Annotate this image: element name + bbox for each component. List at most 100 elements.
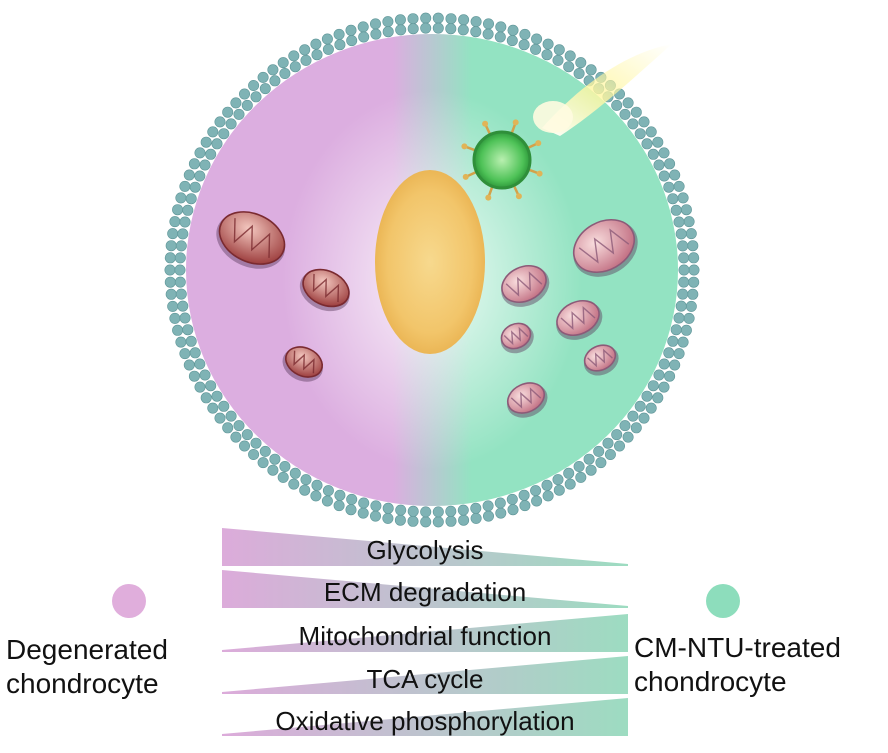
pathway-label-ecm-degradation: ECM degradation [323,577,527,607]
membrane-bead [653,159,665,171]
membrane-bead [407,515,419,527]
membrane-bead [680,204,692,216]
membrane-bead [207,402,219,414]
ligand-tip [462,173,469,180]
membrane-bead [370,28,382,40]
membrane-bead [564,478,576,490]
membrane-bead [250,91,262,103]
membrane-bead [395,24,407,36]
ligand-tip [512,119,519,126]
membrane-bead [432,516,444,528]
membrane-bead [530,43,542,55]
membrane-bead [518,39,530,51]
membrane-bead [673,216,685,228]
membrane-bead [673,348,685,360]
membrane-bead [552,474,564,486]
membrane-bead [585,464,597,476]
membrane-bead [583,453,595,465]
membrane-bead [680,324,692,336]
membrane-bead [677,192,689,204]
membrane-bead [482,510,494,522]
membrane-bead [194,170,206,182]
membrane-bead [241,99,253,111]
membrane-bead [269,75,281,87]
membrane-bead [233,108,245,120]
membrane-bead [652,136,664,148]
membrane-bead [507,24,519,36]
membrane-bead [647,380,659,392]
membrane-bead [677,240,689,252]
membrane-bead [683,312,695,324]
membrane-bead [652,392,664,404]
membrane-bead [519,500,531,512]
membrane-bead [394,514,406,526]
membrane-bead [300,474,312,486]
membrane-bead [673,180,685,192]
membrane-bead [663,181,675,193]
pathway-label-glycolysis: Glycolysis [366,535,484,565]
membrane-bead [619,108,631,120]
membrane-bead [604,448,616,460]
membrane-bead [458,514,470,526]
membrane-bead [645,402,657,414]
degenerated-label: Degenerated chondrocyte [6,633,168,701]
membrane-bead [670,204,682,216]
membrane-bead [382,26,394,38]
membrane-bead [357,507,369,519]
membrane-bead [602,437,614,449]
membrane-bead [420,506,432,518]
membrane-bead [687,240,699,252]
membrane-bead [175,240,187,252]
membrane-bead [641,138,653,150]
membrane-bead [333,28,345,40]
membrane-bead [470,26,482,38]
membrane-bead [395,504,407,516]
membrane-bead [563,467,575,479]
membrane-bead [300,54,312,66]
membrane-bead [211,390,223,402]
membrane-bead [677,336,689,348]
membrane-bead [382,512,394,524]
membrane-bead [248,448,260,460]
membrane-bead [179,180,191,192]
membrane-bead [199,159,211,171]
membrane-bead [222,106,234,118]
membrane-bead [507,504,519,516]
membrane-bead [622,97,634,109]
mitochondrion [501,264,550,307]
membrane-bead [658,147,670,159]
membrane-bead [658,170,670,182]
membrane-bead [669,359,681,371]
membrane-bead [675,228,687,240]
membrane-bead [687,288,699,300]
membrane-bead [230,97,242,109]
membrane-bead [482,18,494,30]
membrane-bead [225,118,237,130]
treated-legend-dot [706,584,740,618]
membrane-bead [172,324,184,336]
membrane-bead [214,412,226,424]
membrane-bead [482,500,494,512]
membrane-bead [299,484,311,496]
membrane-bead [269,453,281,465]
membrane-bead [553,44,565,56]
membrane-bead [641,390,653,402]
membrane-bead [200,392,212,404]
membrane-bead [683,216,695,228]
membrane-bead [267,464,279,476]
membrane-bead [394,14,406,26]
membrane-bead [653,369,665,381]
membrane-bead [688,276,700,288]
membrane-bead [185,193,197,205]
cm-ntu-nanoparticle [461,119,543,201]
membrane-bead [257,457,269,469]
membrane-bead [164,264,176,276]
membrane-bead [630,422,642,434]
membrane-bead [321,33,333,45]
membrane-bead [541,479,553,491]
membrane-bead [663,347,675,359]
membrane-bead [230,431,242,443]
membrane-bead [688,252,700,264]
membrane-bead [225,410,237,422]
